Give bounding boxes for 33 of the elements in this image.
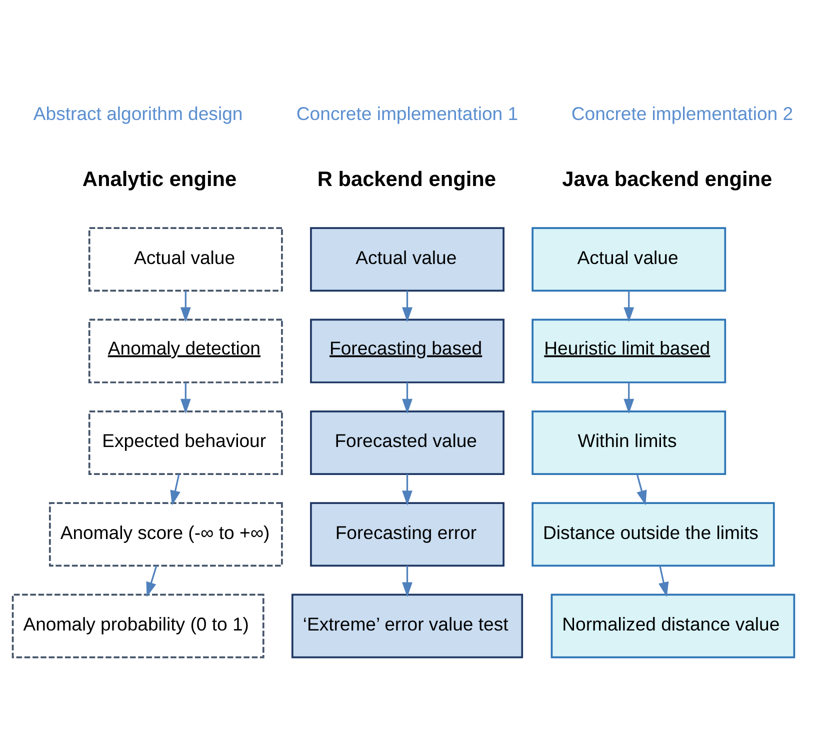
arrow [624, 382, 634, 414]
node-box: Anomaly detection [88, 318, 283, 384]
arrow [146, 566, 158, 598]
arrow [170, 474, 180, 506]
node-box: Forecasting based [310, 318, 504, 384]
node-box: Distance outside the limits [532, 502, 775, 567]
node-box: Expected behaviour [88, 410, 283, 475]
node-box: Actual value [310, 227, 504, 292]
label: Concrete implementation 1 [296, 102, 518, 124]
label: Analytic engine [82, 168, 237, 192]
node-box: Actual value [88, 227, 283, 292]
node-box: Actual value [532, 227, 726, 292]
node-box: Forecasted value [310, 410, 504, 475]
arrow [402, 474, 412, 506]
node-box: Within limits [532, 410, 726, 475]
arrow [180, 290, 191, 322]
arrow [402, 382, 412, 414]
arrow [402, 290, 412, 322]
node-box: Forecasting error [310, 502, 504, 567]
node-box: Heuristic limit based [532, 318, 726, 384]
arrow [658, 566, 669, 598]
node-box: Anomaly score (-∞ to +∞) [48, 502, 283, 567]
label: Abstract algorithm design [33, 102, 243, 124]
node-box: ‘Extreme’ error value test [291, 594, 524, 658]
label: Java backend engine [562, 168, 772, 192]
node-box: Anomaly probability (0 to 1) [12, 594, 264, 658]
label: R backend engine [317, 168, 496, 192]
arrow [624, 290, 634, 322]
label: Concrete implementation 2 [571, 102, 794, 124]
node-box: Normalized distance value [550, 594, 796, 658]
arrow [402, 566, 412, 598]
arrow [180, 382, 191, 414]
arrow [636, 474, 647, 506]
